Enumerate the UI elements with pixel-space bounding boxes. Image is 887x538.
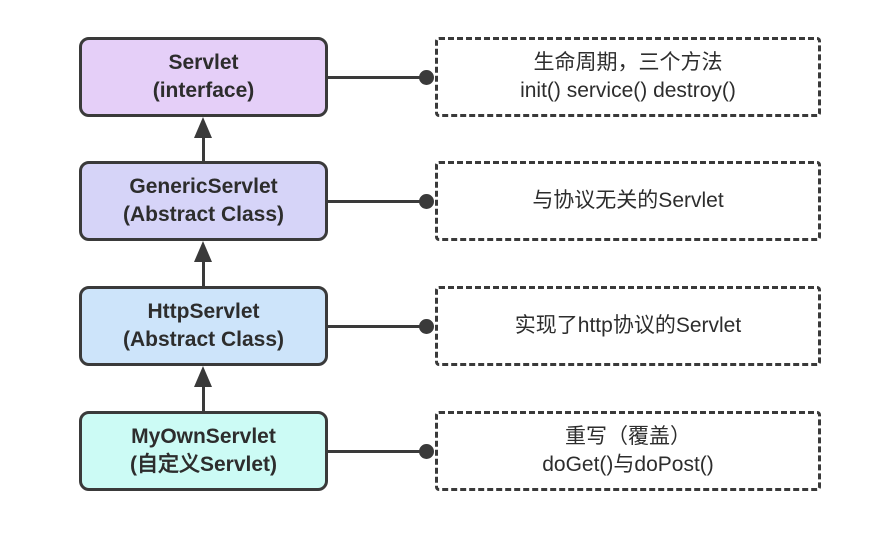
note-line: 重写（覆盖） <box>565 424 691 448</box>
node-my-own-servlet-subtitle: (自定义Servlet) <box>129 453 278 476</box>
node-generic-servlet-subtitle: (Abstract Class) <box>122 203 285 226</box>
inheritance-arrow-icon <box>194 241 212 262</box>
note-servlet-lifecycle: 生命周期，三个方法 init() service() destroy() <box>435 37 821 117</box>
note-my-own-servlet: 重写（覆盖） doGet()与doPost() <box>435 411 821 491</box>
note-http-servlet: 实现了http协议的Servlet <box>435 286 821 366</box>
note-generic-servlet: 与协议无关的Servlet <box>435 161 821 241</box>
node-generic-servlet: GenericServlet (Abstract Class) <box>79 161 328 241</box>
node-my-own-servlet-title: MyOwnServlet <box>131 424 276 448</box>
node-http-servlet: HttpServlet (Abstract Class) <box>79 286 328 366</box>
node-my-own-servlet: MyOwnServlet (自定义Servlet) <box>79 411 328 491</box>
note-line: doGet()与doPost() <box>542 453 714 476</box>
connector-dot <box>419 444 434 459</box>
inheritance-arrow-stem <box>202 383 205 412</box>
inheritance-arrow-stem <box>202 258 205 287</box>
inheritance-arrow-icon <box>194 117 212 138</box>
node-http-servlet-subtitle: (Abstract Class) <box>122 328 285 351</box>
node-servlet-title: Servlet <box>168 50 239 74</box>
inheritance-arrow-icon <box>194 366 212 387</box>
connector-line <box>328 450 427 453</box>
connector-dot <box>419 319 434 334</box>
connector-line <box>328 76 427 79</box>
inheritance-arrow-stem <box>202 134 205 162</box>
note-line: 实现了http协议的Servlet <box>514 313 742 337</box>
connector-line <box>328 325 427 328</box>
connector-dot <box>419 194 434 209</box>
node-http-servlet-title: HttpServlet <box>147 299 260 323</box>
note-line: 与协议无关的Servlet <box>532 188 724 212</box>
node-servlet: Servlet (interface) <box>79 37 328 117</box>
note-line: 生命周期，三个方法 <box>533 50 723 74</box>
connector-line <box>328 200 427 203</box>
node-servlet-subtitle: (interface) <box>152 79 255 102</box>
note-line: init() service() destroy() <box>520 79 736 102</box>
connector-dot <box>419 70 434 85</box>
node-generic-servlet-title: GenericServlet <box>129 174 278 198</box>
